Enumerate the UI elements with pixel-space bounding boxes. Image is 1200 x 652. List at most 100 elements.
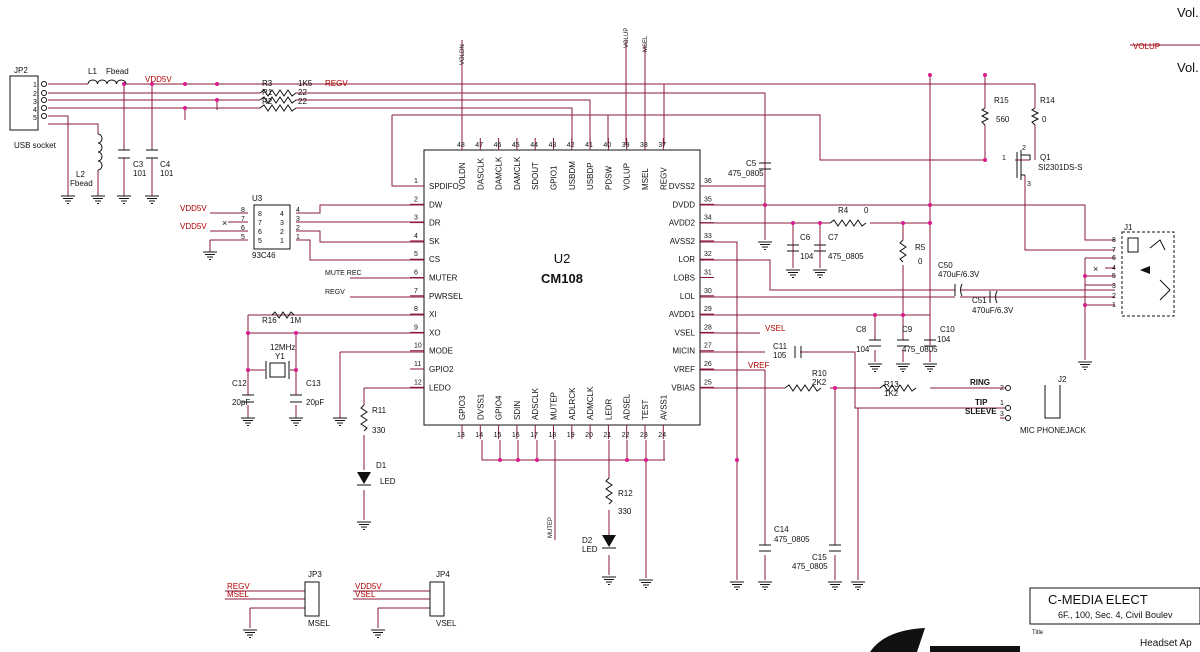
j2-desc: MIC PHONEJACK	[1020, 426, 1086, 435]
chip-pin-number: 39	[622, 142, 630, 149]
chip-pin-name: AVDD2	[669, 219, 696, 228]
c7-ref: C7	[828, 233, 839, 242]
d1-ref: D1	[376, 461, 387, 470]
chip-pin-number: 25	[704, 379, 712, 386]
c12-value: 20pF	[232, 398, 250, 407]
jp2-pin: 1	[33, 82, 37, 89]
chip-pin-name: DR	[429, 219, 441, 228]
r12-ref: R12	[618, 489, 633, 498]
r16-ref: R16	[262, 316, 277, 325]
net-vdd5v-u3a: VDD5V	[180, 204, 207, 213]
chip-pin-name: AVDD1	[669, 310, 696, 319]
d2-ref: D2	[582, 536, 593, 545]
c50-ref: C50	[938, 261, 953, 270]
c8-ref: C8	[856, 325, 867, 334]
chip-pin-number: 5	[414, 251, 418, 258]
u3-pin: 1	[280, 238, 284, 245]
chip-pin-number: 21	[603, 432, 611, 439]
chip-pin-name: VOLDN	[458, 162, 467, 190]
j2-mic-jack: J2 MIC PHONEJACK RING TIP SLEEVE 2 1 3	[965, 375, 1086, 435]
chip-pin-name: TEST	[641, 399, 650, 420]
j1-pin: 1	[1112, 302, 1116, 309]
chip-pin-number: 10	[414, 343, 422, 350]
chip-pin-number: 36	[704, 178, 712, 185]
chip-pin-number: 41	[585, 142, 593, 149]
chip-pin-name: GPIO4	[495, 395, 504, 420]
r11-value: 330	[372, 426, 386, 435]
j2-pin: 3	[1000, 411, 1004, 418]
chip-pin-name: MODE	[429, 347, 453, 356]
chip-pin-number: 42	[567, 142, 575, 149]
chip-pin-number: 34	[704, 215, 712, 222]
r13-value: 1K2	[884, 389, 899, 398]
chip-pin-name: MUTEP	[550, 392, 559, 420]
c3-ref: C3	[133, 160, 144, 169]
q1-value: SI2301DS-S	[1038, 163, 1082, 172]
chip-pin-name: LOL	[680, 292, 696, 301]
chip-pin-name: DVDD	[672, 200, 695, 209]
chip-pin-number: 1	[414, 178, 418, 185]
chip-pin-name: MSEL	[641, 168, 650, 190]
sheet-title: Headset Ap	[1140, 638, 1192, 649]
chip-pin-name: DAMCLK	[513, 156, 522, 190]
j1-pin: 8	[1112, 237, 1116, 244]
chip-pin-number: 48	[457, 142, 465, 149]
c13-ref: C13	[306, 379, 321, 388]
c14-ref: C14	[774, 525, 789, 534]
y1-ref: Y1	[275, 352, 285, 361]
r13-ref: R13	[884, 380, 899, 389]
q1-pin: 3	[1027, 181, 1031, 188]
r3-ref: R3	[262, 79, 273, 88]
eeprom-u3: U3 93C46 8 7 6 5 8 7 6 5 4 3 2 1 4 3 2 1…	[222, 194, 300, 260]
c14-value: 475_0805	[774, 535, 810, 544]
resistors-usb: R3 1K5 R1 22 R2 22 REGV	[259, 79, 348, 112]
chip-pin-name: SDOUT	[531, 162, 540, 190]
u3-value: 93C46	[252, 251, 276, 260]
q1-pin: 1	[1002, 155, 1006, 162]
u3-pin: 3	[296, 216, 300, 223]
jp4-jumper: JP4 VSEL VDD5V VSEL	[355, 570, 457, 628]
c12-ref: C12	[232, 379, 247, 388]
u3-pin: 5	[241, 234, 245, 241]
jp2-pin: 2	[33, 91, 37, 98]
j1-headphone-jack: J1 8 7 6 4 5 3 2 1 ×	[1093, 223, 1175, 317]
q1-pin: 2	[1022, 145, 1026, 152]
chip-pin-number: 6	[414, 270, 418, 277]
c15-ref: C15	[812, 553, 827, 562]
u3-pin: 5	[258, 238, 262, 245]
chip-pin-number: 3	[414, 215, 418, 222]
chip-pin-number: 23	[640, 432, 648, 439]
c9-ref: C9	[902, 325, 913, 334]
c10-ref: C10	[940, 325, 955, 334]
net-mute-rec: MUTE REC	[325, 270, 362, 277]
net-regv: REGV	[325, 79, 348, 88]
chip-pin-number: 32	[704, 251, 712, 258]
chip-pin-number: 47	[475, 142, 483, 149]
chip-pin-number: 35	[704, 196, 712, 203]
vol-label-1: Vol.	[1177, 5, 1199, 20]
chip-pin-number: 12	[414, 379, 422, 386]
chip-pin-number: 18	[549, 432, 557, 439]
chip-pin-number: 19	[567, 432, 575, 439]
chip-pin-number: 2	[414, 196, 418, 203]
jp2-ref: JP2	[14, 66, 28, 75]
chip-pin-number: 14	[475, 432, 483, 439]
jp2-pin: 5	[33, 115, 37, 122]
chip-pin-name: ADMCLK	[586, 386, 595, 420]
chip-pin-number: 29	[704, 306, 712, 313]
chip-pin-number: 4	[414, 233, 418, 240]
r4-value: 0	[864, 206, 869, 215]
r1-value: 22	[298, 88, 307, 97]
r5-value: 0	[918, 257, 923, 266]
chip-bottom-pins: 13GPIO314DVSS115GPIO416SDIN17ADSCLK18MUT…	[457, 386, 668, 439]
net-mutep: MUTEP	[548, 517, 554, 538]
chip-pin-number: 20	[585, 432, 593, 439]
net-jp3-msel: MSEL	[227, 590, 249, 599]
chip-pin-name: ADLRCK	[568, 387, 577, 420]
q1-ref: Q1	[1040, 153, 1051, 162]
j1-pin: 4	[1112, 265, 1116, 272]
chip-ref: U2	[554, 251, 571, 266]
r2-value: 22	[298, 97, 307, 106]
c15-value: 475_0805	[792, 562, 828, 571]
j2-pin: 2	[1000, 385, 1004, 392]
